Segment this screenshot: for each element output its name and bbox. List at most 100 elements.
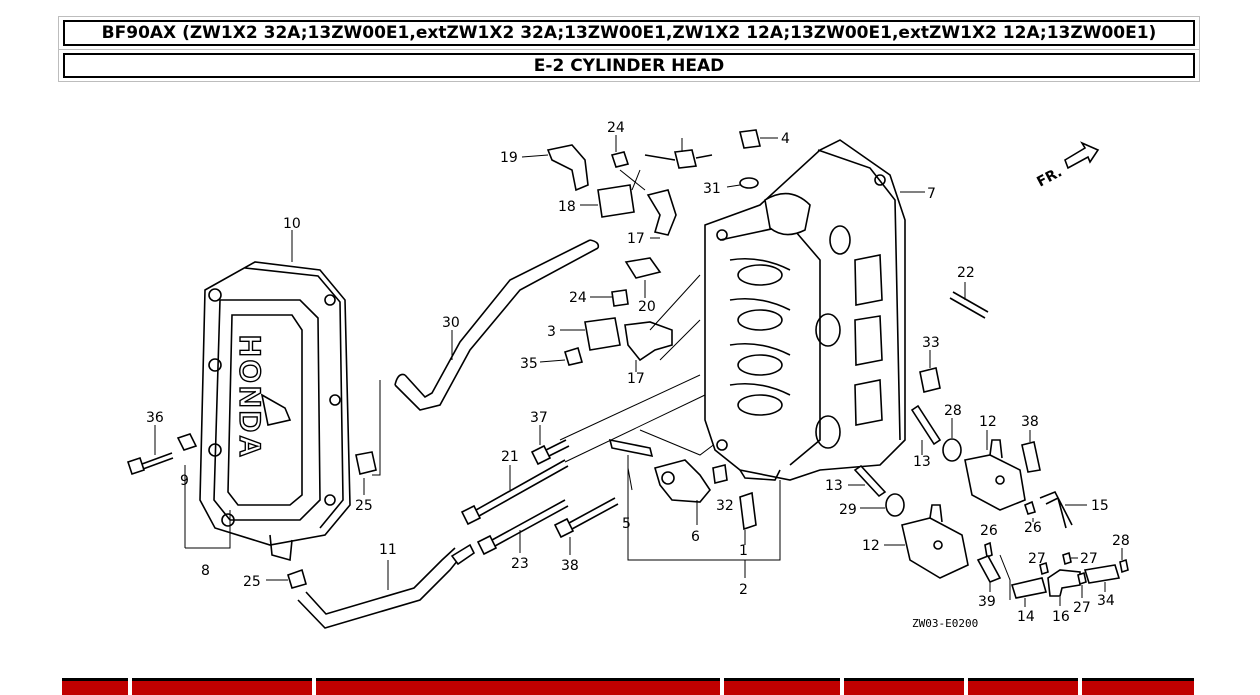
pin-13 xyxy=(910,404,942,446)
clip-26 xyxy=(1024,500,1036,515)
callout-30: 31 xyxy=(703,181,721,197)
callout-18: 18 xyxy=(558,199,576,215)
callout-27b: 27 xyxy=(1080,551,1098,567)
valve-guide-1 xyxy=(739,491,757,531)
cylinder-head xyxy=(704,139,906,481)
callout-26b: 26 xyxy=(980,523,998,539)
callout-37: 38 xyxy=(561,558,579,574)
callout-17a: 17 xyxy=(627,231,645,247)
callout-8: 8 xyxy=(201,563,210,579)
hose-14 xyxy=(1010,577,1048,599)
section-title: E-2 CYLINDER HEAD xyxy=(63,53,1195,78)
callout-36: 37 xyxy=(530,410,548,426)
clamp-17 xyxy=(646,189,677,236)
hose-15 xyxy=(1039,490,1073,529)
stud-22 xyxy=(949,291,989,319)
oring-28b xyxy=(885,493,905,517)
callout-28a: 28 xyxy=(944,403,962,419)
front-direction-label: FR. xyxy=(1034,164,1064,190)
collar-32 xyxy=(919,367,941,393)
table-col-1 xyxy=(62,678,128,695)
callout-38a: 38 xyxy=(1021,414,1039,430)
callout-1: 1 xyxy=(739,543,748,559)
cover-logo: HONDA xyxy=(233,335,266,460)
hose-29 xyxy=(394,239,600,411)
hose-33 xyxy=(1083,564,1121,584)
clamp-17b xyxy=(624,321,673,362)
bolt-24b xyxy=(611,289,629,307)
joint-16 xyxy=(1047,569,1081,597)
collar-9 xyxy=(176,433,198,451)
table-col-3 xyxy=(316,678,720,695)
callout-24b: 24 xyxy=(569,290,587,306)
seal-4 xyxy=(739,129,761,149)
callout-10: 10 xyxy=(283,216,301,232)
bracket-19 xyxy=(546,144,589,192)
callout-22: 22 xyxy=(957,265,975,281)
callout-3: 3 xyxy=(547,324,556,340)
callout-5: 5 xyxy=(622,516,631,532)
callout-9: 9 xyxy=(180,473,189,489)
callout-24a: 24 xyxy=(607,120,625,136)
callout-27d: 28 xyxy=(1112,533,1130,549)
table-header-strip xyxy=(62,678,1194,695)
spark-plug-39 xyxy=(644,149,713,169)
callout-15: 15 xyxy=(1091,498,1109,514)
table-col-2 xyxy=(132,678,312,695)
bolt-38 xyxy=(1021,441,1041,473)
cylinder-head-cover: HONDA xyxy=(199,261,351,562)
callout-25b: 25 xyxy=(243,574,261,590)
callout-4: 4 xyxy=(781,131,790,147)
table-col-5 xyxy=(844,678,964,695)
clip-27b xyxy=(1062,551,1072,566)
bolt-21 xyxy=(460,459,569,526)
callout-16: 16 xyxy=(1052,609,1070,625)
callout-12b: 12 xyxy=(862,538,880,554)
plate-3 xyxy=(584,317,621,351)
rocker-arm-6 xyxy=(654,459,711,503)
callout-28b: 29 xyxy=(839,502,857,518)
washer-30 xyxy=(739,177,759,189)
diagram-code: ZW03-E0200 xyxy=(912,617,978,630)
bolt-36 xyxy=(530,439,570,466)
pin-5 xyxy=(608,438,654,458)
callout-7: 7 xyxy=(927,186,936,202)
bolt-38b xyxy=(976,554,1002,584)
model-header: BF90AX (ZW1X2 32A;13ZW00E1,extZW1X2 32A;… xyxy=(58,16,1200,50)
callout-19: 19 xyxy=(500,150,518,166)
oring-28 xyxy=(942,438,962,462)
callout-13b: 13 xyxy=(825,478,843,494)
table-col-7 xyxy=(1082,678,1194,695)
callout-20: 20 xyxy=(638,299,656,315)
hose-11 xyxy=(297,543,476,629)
callout-29: 30 xyxy=(442,315,460,331)
clip-27d xyxy=(1119,558,1129,574)
callout-17b: 17 xyxy=(627,371,645,387)
section-header: E-2 CYLINDER HEAD xyxy=(58,49,1200,82)
fuel-pump-12b xyxy=(901,504,969,579)
clip-27c xyxy=(1077,571,1087,586)
callout-14: 14 xyxy=(1017,609,1035,625)
callout-38b: 39 xyxy=(978,594,996,610)
callout-34: 35 xyxy=(520,356,538,372)
callout-33: 34 xyxy=(1097,593,1115,609)
grommet-25b xyxy=(287,568,307,589)
pin-13b xyxy=(853,464,887,498)
front-arrow-icon: FR. xyxy=(1034,141,1100,191)
callout-21: 21 xyxy=(501,449,519,465)
callout-31: 32 xyxy=(716,498,734,514)
callout-11: 11 xyxy=(379,542,397,558)
table-col-6 xyxy=(968,678,1078,695)
callout-6: 6 xyxy=(691,529,700,545)
table-col-4 xyxy=(724,678,840,695)
bolt-35 xyxy=(126,452,174,476)
callout-35: 36 xyxy=(146,410,164,426)
callout-13a: 13 xyxy=(913,454,931,470)
callout-26a: 26 xyxy=(1024,520,1042,536)
sensor-20 xyxy=(624,257,662,279)
callout-labels: 1 2 3 4 5 6 7 8 9 10 11 12 12 13 13 14 1… xyxy=(146,120,1130,625)
bolt-37 xyxy=(553,497,619,539)
callout-25a: 25 xyxy=(355,498,373,514)
grommet-25 xyxy=(355,451,377,475)
